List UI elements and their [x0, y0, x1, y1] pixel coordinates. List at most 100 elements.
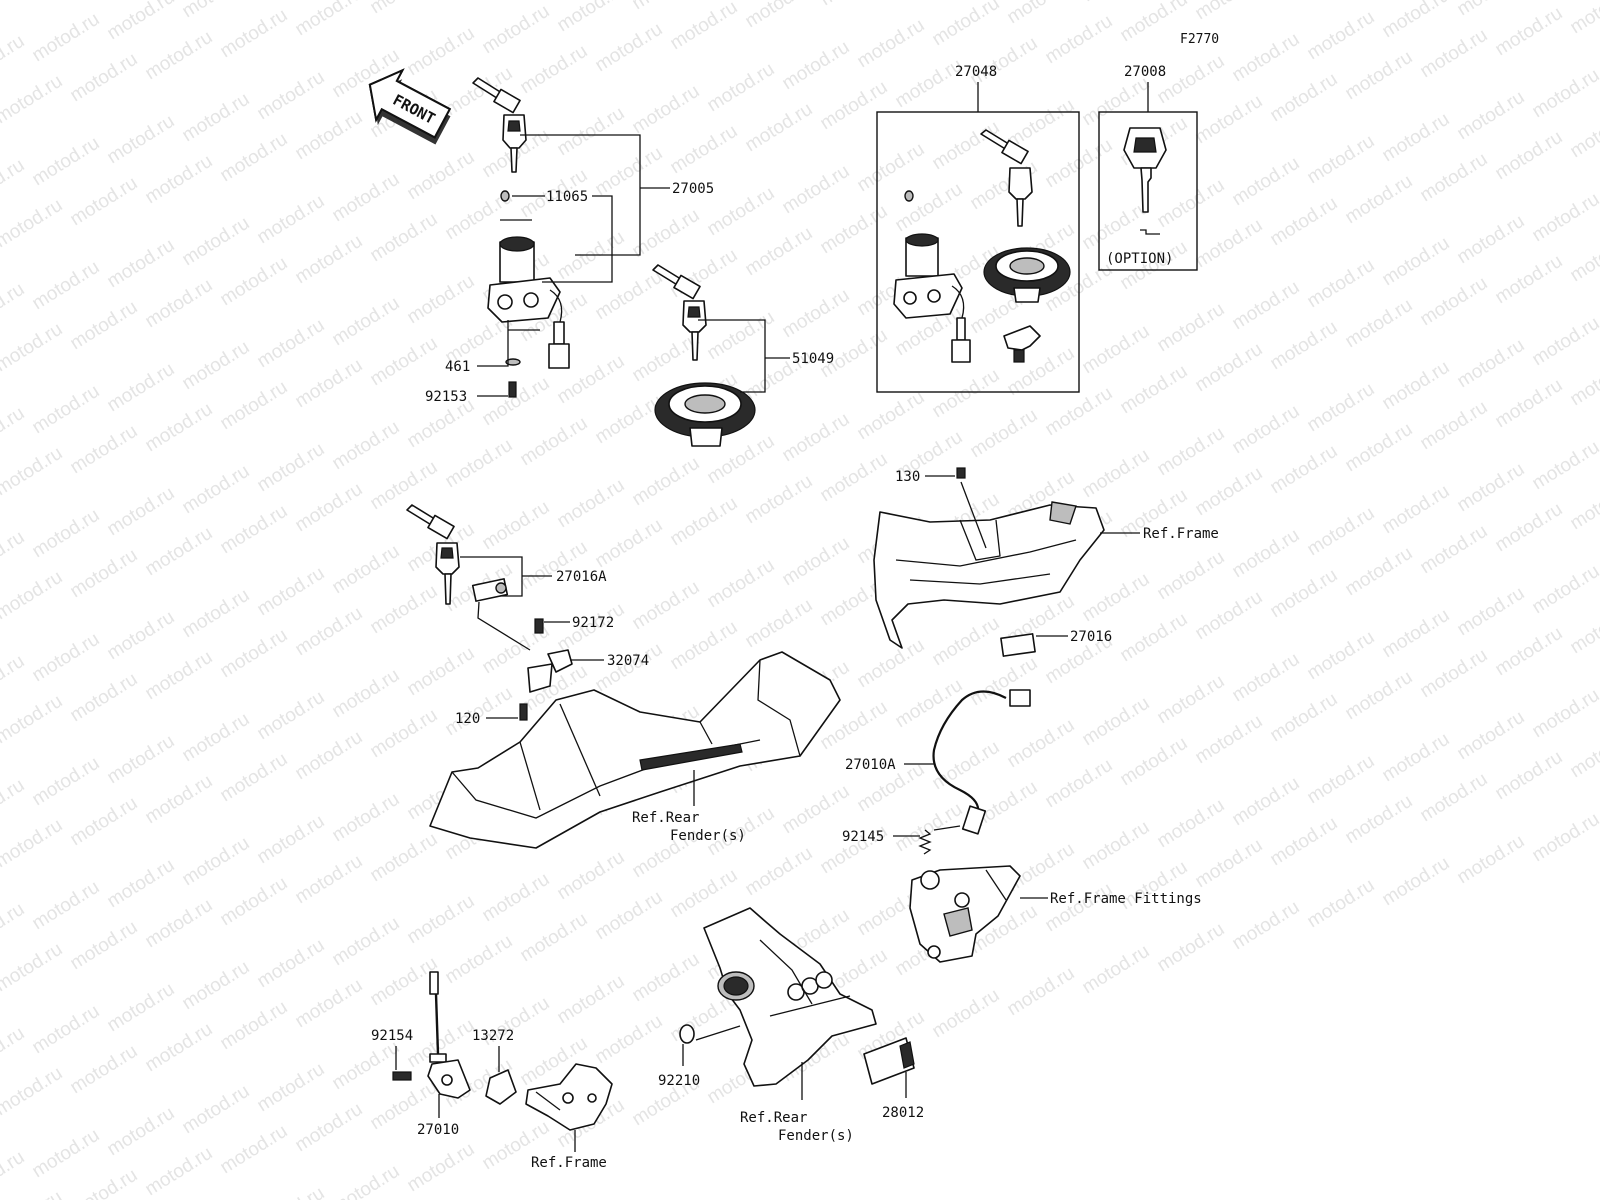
watermark-text: motod.ru: [1042, 755, 1117, 813]
watermark-text: motod.ru: [367, 457, 442, 515]
watermark-text: motod.ru: [1379, 0, 1454, 42]
watermark-text: motod.ru: [1567, 105, 1600, 163]
watermark-text: motod.ru: [1004, 963, 1079, 1021]
watermark-text: motod.ru: [67, 793, 142, 851]
watermark-text: motod.ru: [0, 1147, 28, 1200]
watermark-text: motod.ru: [0, 319, 66, 377]
watermark-text: motod.ru: [517, 41, 592, 99]
watermark-text: motod.ru: [254, 67, 329, 125]
watermark-text: motod.ru: [1342, 791, 1417, 849]
watermark-text: motod.ru: [854, 139, 929, 197]
watermark-text: motod.ru: [29, 133, 104, 191]
watermark-text: motod.ru: [929, 0, 1004, 50]
watermark-text: motod.ru: [667, 617, 742, 675]
bolt-130-icon: [956, 467, 966, 479]
watermark-text: motod.ru: [367, 705, 442, 763]
watermark-text: motod.ru: [1529, 437, 1600, 495]
watermark-text: motod.ru: [29, 629, 104, 687]
watermark-text: motod.ru: [142, 1019, 217, 1077]
watermark-text: motod.ru: [1417, 397, 1492, 455]
watermark-text: motod.ru: [329, 293, 404, 351]
watermark-text: motod.ru: [142, 399, 217, 457]
watermark-text: motod.ru: [929, 613, 1004, 671]
watermark-text: motod.ru: [817, 0, 892, 10]
watermark-text: motod.ru: [592, 1011, 667, 1069]
watermark-text: motod.ru: [1079, 569, 1154, 627]
watermark-text: motod.ru: [292, 0, 367, 40]
watermark-text: motod.ru: [517, 413, 592, 471]
watermark-text: motod.ru: [1192, 0, 1267, 24]
watermark-text: motod.ru: [179, 1081, 254, 1139]
watermark-text: motod.ru: [1229, 773, 1304, 831]
watermark-text: motod.ru: [67, 49, 142, 107]
watermark-text: motod.ru: [1529, 65, 1600, 123]
watermark-text: motod.ru: [667, 493, 742, 551]
watermark-text: motod.ru: [667, 121, 742, 179]
watermark-text: motod.ru: [217, 377, 292, 435]
watermark-text: motod.ru: [704, 555, 779, 613]
watermark-text: motod.ru: [1529, 313, 1600, 371]
watermark-text: motod.ru: [1342, 295, 1417, 353]
watermark-text: motod.ru: [892, 675, 967, 733]
watermark-text: motod.ru: [142, 1143, 217, 1200]
watermark-text: motod.ru: [1304, 751, 1379, 809]
watermark-text: motod.ru: [367, 0, 442, 18]
watermark-text: motod.ru: [254, 1183, 329, 1200]
label-92154: 92154: [371, 1028, 413, 1044]
label-28012: 28012: [882, 1105, 924, 1121]
watermark-text: motod.ru: [329, 789, 404, 847]
watermark-text: motod.ru: [217, 253, 292, 311]
watermark-text: motod.ru: [1304, 7, 1379, 65]
watermark-text: motod.ru: [442, 435, 517, 493]
watermark-text: motod.ru: [0, 651, 28, 709]
watermark-text: motod.ru: [1454, 335, 1529, 393]
watermark-text: motod.ru: [742, 471, 817, 529]
watermark-text: motod.ru: [1492, 499, 1567, 557]
watermark-text: motod.ru: [104, 979, 179, 1037]
rear-frame-section-icon: [873, 501, 1105, 657]
watermark-text: motod.ru: [292, 975, 367, 1033]
label-32074: 32074: [607, 653, 649, 669]
watermark-text: motod.ru: [554, 847, 629, 905]
watermark-text: motod.ru: [1454, 831, 1529, 889]
watermark-text: motod.ru: [254, 315, 329, 373]
label-27048: 27048: [955, 64, 997, 80]
watermark-text: motod.ru: [1192, 587, 1267, 645]
watermark-text: motod.ru: [1267, 193, 1342, 251]
watermark-text: motod.ru: [1379, 481, 1454, 539]
watermark-text: motod.ru: [1154, 671, 1229, 729]
watermark-text: motod.ru: [1492, 747, 1567, 805]
license-plate-bracket-icon: [703, 907, 877, 1087]
watermark-text: motod.ru: [817, 449, 892, 507]
watermark-text: motod.ru: [1079, 0, 1154, 6]
watermark-text: motod.ru: [217, 501, 292, 559]
watermark-text: motod.ru: [742, 223, 817, 281]
watermark-text: motod.ru: [554, 103, 629, 161]
seat-lock-key-icon: [406, 504, 460, 605]
watermark-text: motod.ru: [1004, 715, 1079, 773]
watermark-text: motod.ru: [404, 147, 479, 205]
seat-lock-cylinder-icon: [471, 578, 509, 602]
diagram-code: F2770: [1180, 32, 1219, 47]
watermark-text: motod.ru: [667, 245, 742, 303]
watermark-text: motod.ru: [104, 607, 179, 665]
watermark-text: motod.ru: [629, 81, 704, 139]
watermark-text: motod.ru: [104, 483, 179, 541]
watermark-text: motod.ru: [892, 179, 967, 237]
watermark-text: motod.ru: [329, 913, 404, 971]
watermark-text: motod.ru: [1417, 25, 1492, 83]
watermark-text: motod.ru: [1154, 299, 1229, 357]
watermark-text: motod.ru: [367, 333, 442, 391]
watermark-text: motod.ru: [142, 151, 217, 209]
watermark-text: motod.ru: [179, 461, 254, 519]
label-92153: 92153: [425, 389, 467, 405]
watermark-text: motod.ru: [779, 533, 854, 591]
watermark-text: motod.ru: [1417, 769, 1492, 827]
watermark-text: motod.ru: [104, 1103, 179, 1161]
watermark-text: motod.ru: [1267, 689, 1342, 747]
watermark-text: motod.ru: [704, 183, 779, 241]
watermark-text: motod.ru: [1379, 729, 1454, 787]
watermark-text: motod.ru: [142, 895, 217, 953]
watermark-text: motod.ru: [29, 9, 104, 67]
label-ref-rear-fender-2a: Ref.Rear: [740, 1110, 807, 1126]
